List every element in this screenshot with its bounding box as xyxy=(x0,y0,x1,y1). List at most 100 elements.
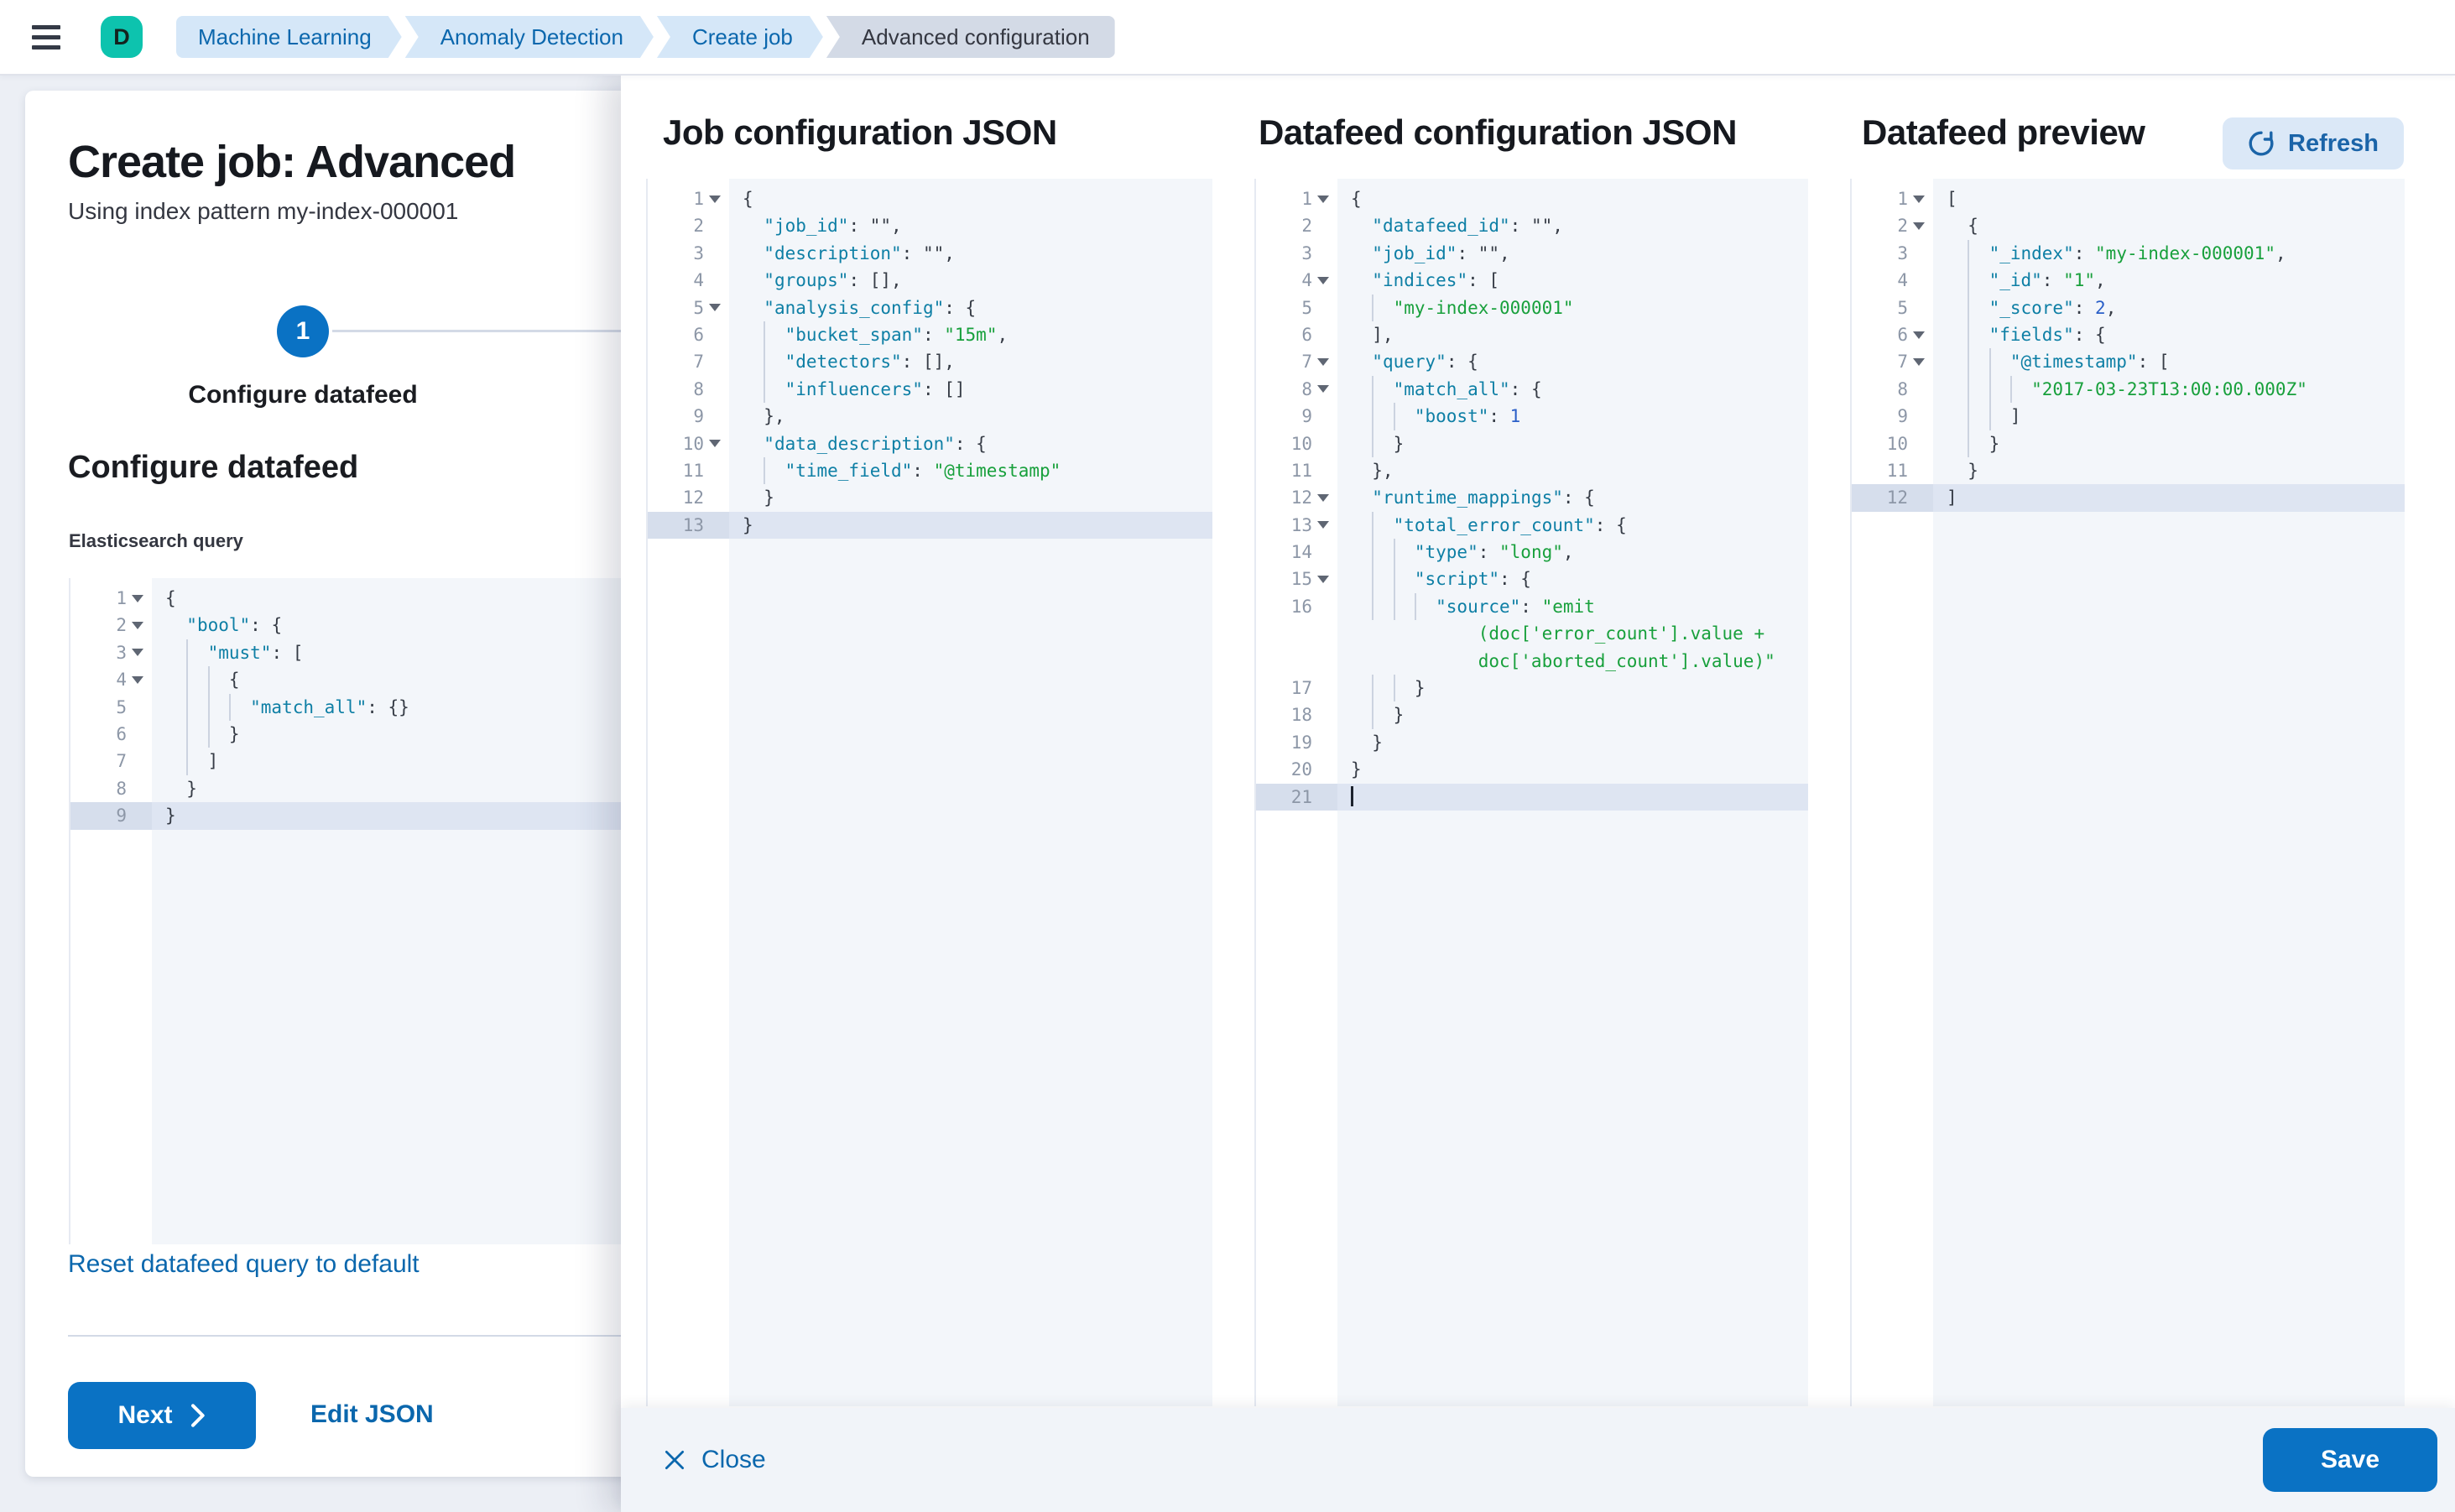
indent-guide xyxy=(1988,403,2010,430)
fold-arrow-icon[interactable] xyxy=(709,304,721,312)
line-number: 4 xyxy=(116,670,127,691)
code-token: : { xyxy=(1594,514,1627,535)
refresh-button[interactable]: Refresh xyxy=(2223,117,2404,169)
line-gutter: 19 xyxy=(1256,729,1337,756)
fold-arrow-icon[interactable] xyxy=(1913,358,1925,367)
code-token: "@timestamp" xyxy=(2009,352,2138,373)
menu-button[interactable] xyxy=(32,20,65,54)
breadcrumb-item-machine-learning[interactable]: Machine Learning xyxy=(176,16,402,58)
code-token xyxy=(1351,243,1372,263)
refresh-button-label: Refresh xyxy=(2288,129,2379,157)
indent-guide xyxy=(1372,430,1393,457)
code-line: 11 }, xyxy=(1256,457,1808,484)
code-token xyxy=(165,724,186,744)
breadcrumb-item-create-job[interactable]: Create job xyxy=(657,16,823,58)
save-button[interactable]: Save xyxy=(2263,1428,2437,1492)
indent-guide xyxy=(186,748,207,775)
fold-arrow-icon[interactable] xyxy=(132,649,143,657)
code-token: "fields" xyxy=(1988,324,2074,345)
line-gutter: 21 xyxy=(1256,783,1337,811)
breadcrumb-item-anomaly-detection[interactable]: Anomaly Detection xyxy=(405,16,654,58)
fold-arrow-icon[interactable] xyxy=(709,195,721,203)
code-token xyxy=(743,325,764,345)
code-line: 4 { xyxy=(70,666,636,694)
line-gutter: 4 xyxy=(70,666,152,693)
datafeed-config-json-editor[interactable]: 1{2 "datafeed_id": "",3 "job_id": "",4 "… xyxy=(1254,179,1808,1406)
code-token: } xyxy=(1351,732,1383,753)
code-line: 8 "2017-03-23T13:00:00.000Z" xyxy=(1852,375,2405,404)
indent-guide xyxy=(1372,403,1393,430)
code-token: "my-index-000001" xyxy=(1393,297,1574,318)
fold-arrow-icon[interactable] xyxy=(1317,276,1329,284)
code-token xyxy=(743,270,764,290)
code-token xyxy=(1351,678,1372,698)
fold-arrow-icon[interactable] xyxy=(1317,493,1329,502)
code-token xyxy=(1351,705,1372,725)
line-number: 8 xyxy=(116,778,127,799)
code-line: 13} xyxy=(648,511,1212,540)
fold-arrow-icon[interactable] xyxy=(709,440,721,448)
fold-arrow-icon[interactable] xyxy=(1317,385,1329,394)
fold-arrow-icon[interactable] xyxy=(1913,222,1925,231)
indent-guide xyxy=(1968,348,1988,376)
code-token xyxy=(743,379,764,399)
code-token: , xyxy=(2095,270,2106,291)
code-token: "_score" xyxy=(1988,297,2074,318)
code-line: 1{ xyxy=(1256,185,1808,212)
edit-json-button[interactable]: Edit JSON xyxy=(310,1400,434,1428)
code-token: : [ xyxy=(271,642,304,663)
reset-datafeed-query-link[interactable]: Reset datafeed query to default xyxy=(68,1250,420,1278)
code-token: : [], xyxy=(848,270,902,291)
code-line: 19 } xyxy=(1256,729,1808,756)
code-token: "query" xyxy=(1372,352,1446,373)
line-number: 3 xyxy=(693,242,704,263)
line-number: 8 xyxy=(1301,378,1312,399)
fold-arrow-icon[interactable] xyxy=(132,622,143,630)
fold-arrow-icon[interactable] xyxy=(132,675,143,684)
next-button[interactable]: Next xyxy=(68,1382,256,1449)
line-number: 1 xyxy=(116,588,127,608)
indent-guide xyxy=(1372,539,1393,566)
line-gutter: 12 xyxy=(648,484,729,511)
line-gutter: 15 xyxy=(1256,566,1337,592)
code-line: 2 "bool": { xyxy=(70,612,636,639)
line-gutter: 2 xyxy=(70,612,152,639)
code-token: 1 xyxy=(1509,406,1521,427)
indent-guide xyxy=(1968,430,1988,457)
code-line: 1{ xyxy=(70,585,636,612)
code-token: "runtime_mappings" xyxy=(1372,487,1563,508)
datafeed-config-title: Datafeed configuration JSON xyxy=(1259,112,1737,152)
fold-arrow-icon[interactable] xyxy=(1913,331,1925,339)
indent-guide xyxy=(1372,566,1393,593)
code-line: 15 "script": { xyxy=(1256,566,1808,593)
code-token xyxy=(165,643,186,663)
elasticsearch-query-editor[interactable]: 1{2 "bool": {3 "must": [4 {5 "match_all"… xyxy=(69,578,636,1244)
code-line: 3 "must": [ xyxy=(70,639,636,667)
text-caret xyxy=(1351,785,1353,806)
step-1-indicator[interactable]: 1 xyxy=(277,305,329,357)
avatar[interactable]: D xyxy=(101,16,143,58)
close-button[interactable]: Close xyxy=(663,1446,766,1474)
index-pattern-subtitle: Using index pattern my-index-000001 xyxy=(68,198,459,224)
code-token xyxy=(1351,352,1372,372)
fold-arrow-icon[interactable] xyxy=(132,594,143,602)
fold-arrow-icon[interactable] xyxy=(1317,521,1329,529)
code-line-wrapped: doc['aborted_count'].value)" xyxy=(1256,648,1808,675)
line-number: 6 xyxy=(116,723,127,744)
datafeed-preview-editor[interactable]: 1[2 {3 "_index": "my-index-000001",4 "_i… xyxy=(1850,179,2405,1406)
code-token: : "", xyxy=(1509,216,1563,237)
edit-json-flyout: Job configuration JSON Datafeed configur… xyxy=(621,76,2455,1512)
job-config-json-editor[interactable]: 1{2 "job_id": "",3 "description": "",4 "… xyxy=(646,179,1212,1406)
fold-arrow-icon[interactable] xyxy=(1317,576,1329,584)
code-line: 3 "description": "", xyxy=(648,240,1212,267)
indent-guide xyxy=(186,639,207,667)
fold-arrow-icon[interactable] xyxy=(1317,358,1329,367)
code-token: } xyxy=(1414,678,1426,699)
fold-arrow-icon[interactable] xyxy=(1913,195,1925,203)
code-line: 14 "type": "long", xyxy=(1256,539,1808,566)
code-line: 6 "fields": { xyxy=(1852,321,2405,349)
line-number: 10 xyxy=(1886,433,1908,454)
fold-arrow-icon[interactable] xyxy=(1317,195,1329,203)
line-gutter: 12 xyxy=(1852,484,1933,512)
line-gutter: 12 xyxy=(1256,484,1337,511)
